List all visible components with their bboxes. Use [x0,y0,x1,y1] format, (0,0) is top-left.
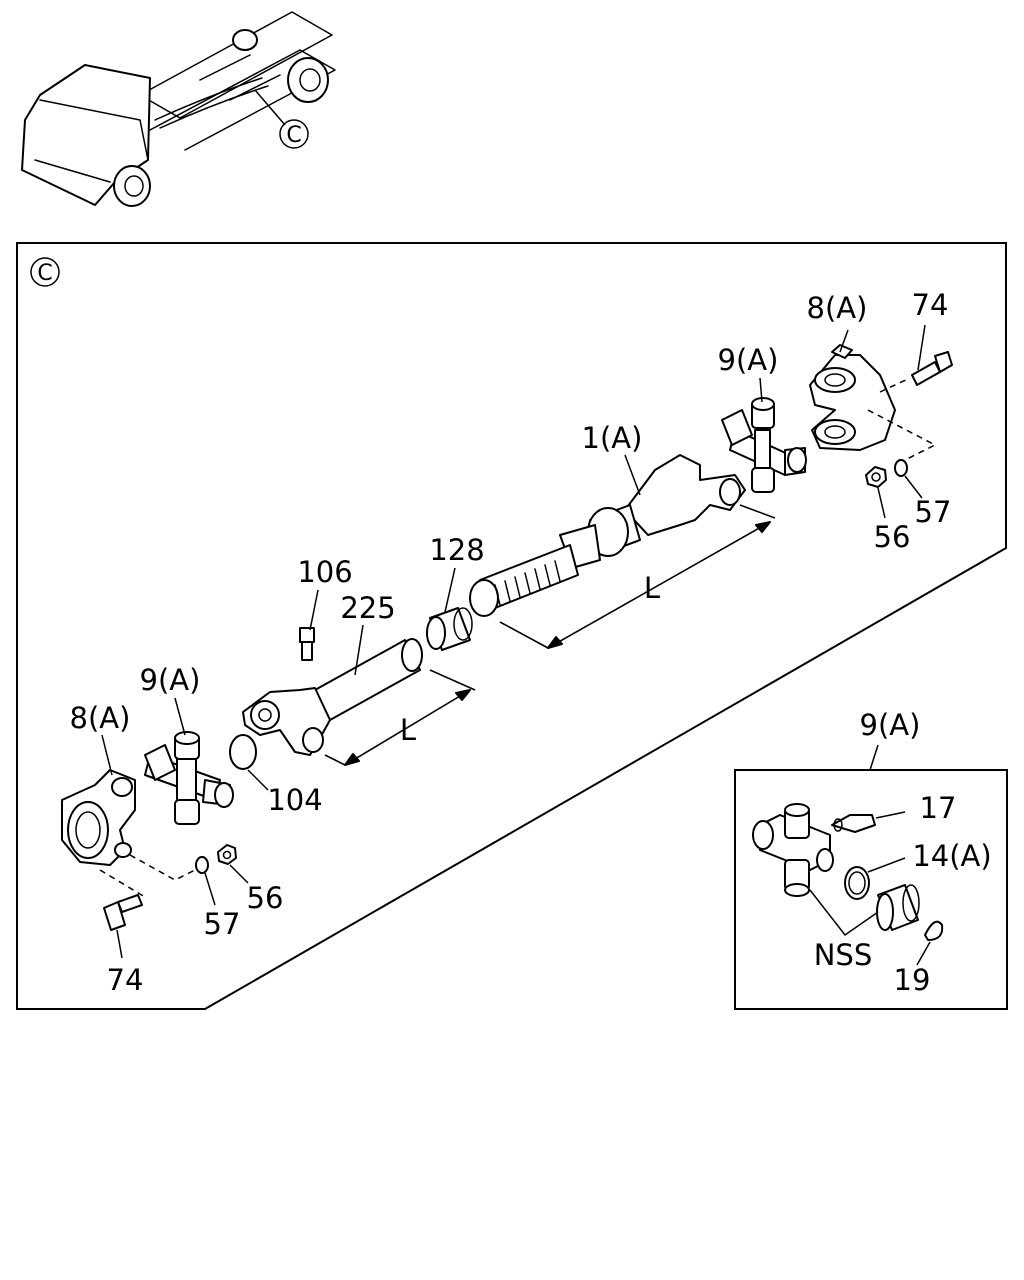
label-9a-left: 9(A) [140,663,201,697]
label-l-lower: L [400,713,416,747]
universal-joint-left [144,731,234,825]
universal-joint-top [721,397,807,493]
label-1a: 1(A) [582,421,643,455]
inset-label-nss: NSS [814,938,873,972]
dimension-l-upper: L [499,504,776,649]
label-74-top: 74 [912,288,949,322]
label-128: 128 [429,533,484,567]
label-57-left: 57 [204,907,241,941]
label-56-left: 56 [247,881,284,915]
seal-104 [229,734,257,770]
label-225: 225 [340,591,395,625]
slip-tube-assembly [242,638,423,756]
label-56-top: 56 [874,520,911,554]
inset-label-17: 17 [920,791,957,825]
panel-ref-c: C [37,261,52,286]
washer-57-top [894,459,908,477]
washer-57-left [195,856,209,874]
truck-locator-sketch: C [21,11,336,207]
inset-label-14a: 14(A) [912,839,991,873]
flange-yoke-top [809,344,896,451]
inset-label-19: 19 [894,963,931,997]
locator-ref-c: C [286,123,301,148]
nut-56-top [865,466,887,488]
bolt-path-top [867,377,937,461]
bolt-74-top [911,351,953,386]
main-panel-frame [16,242,1007,1010]
bolt-path-left [99,854,196,898]
panel-ref-badge: C [30,257,60,287]
nut-56-left [217,844,237,865]
inset-universal-joint-kit: 9(A) 17 14(A) 19 NSS [734,708,1008,1010]
ring-128 [426,607,473,651]
label-57-top: 57 [915,495,952,529]
inset-frame [734,769,1008,1010]
slip-yoke-shaft [469,454,746,617]
label-74-left: 74 [107,963,144,997]
label-8a-top: 8(A) [807,291,868,325]
dimension-l-lower: L [324,669,476,766]
label-106: 106 [297,555,352,589]
label-9a-top: 9(A) [718,343,779,377]
flange-yoke-left [61,769,136,866]
label-l-upper: L [644,571,660,605]
bolt-74-left [103,894,143,931]
label-104: 104 [267,783,322,817]
label-8a-left: 8(A) [70,701,131,735]
inset-title: 9(A) [860,708,921,742]
grease-fitting-106 [299,627,315,661]
